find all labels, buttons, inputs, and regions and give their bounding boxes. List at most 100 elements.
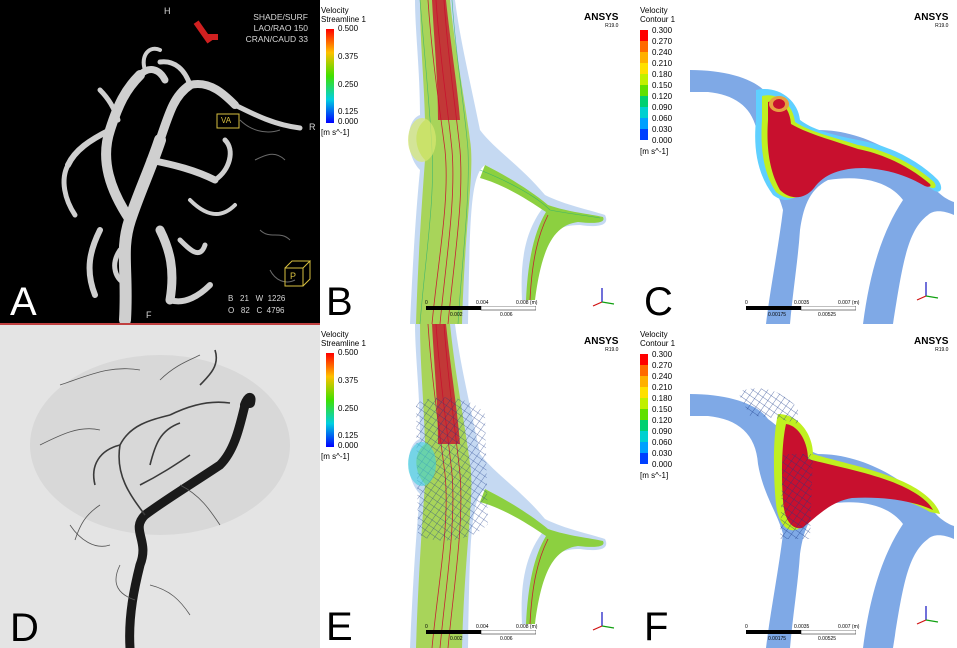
legend-title: Velocity Contour 1 (640, 330, 675, 348)
legend-tick: 0.150 (652, 405, 673, 414)
panel-divider (0, 323, 320, 325)
panel-label: E (326, 605, 353, 648)
panel-e: Velocity Streamline 1 0.500 0.375 0.250 … (320, 324, 638, 648)
cube-label: P (290, 271, 297, 281)
contour-render (690, 70, 954, 324)
legend-tick: 0.270 (652, 37, 673, 46)
legend-tick: 0.500 (338, 348, 359, 357)
legend-title-line: Contour 1 (640, 339, 676, 348)
scale-label: 0.008 (m) (516, 624, 538, 630)
scale-bar (426, 306, 536, 311)
legend-tick: 0.090 (652, 103, 673, 112)
legend-tick: 0.000 (338, 441, 359, 450)
legend-title-line: Velocity (640, 330, 668, 339)
scale-label: 0.004 (476, 300, 489, 306)
brand-name: ANSYS (914, 12, 949, 23)
legend-title-line: Velocity (321, 6, 349, 15)
view-info: SHADE/SURF LAO/RAO 150 CRAN/CAUD 33 (228, 12, 308, 45)
legend-title-line: Streamline 1 (321, 339, 366, 348)
scale-label: 0.002 (450, 636, 463, 642)
scale-label: 0.00175 (768, 636, 787, 642)
scale-label: 0 (745, 624, 748, 630)
brand: ANSYS R19.0 (584, 336, 618, 353)
color-legend-bar (640, 354, 648, 464)
legend-tick: 0.240 (652, 372, 673, 381)
brand-version: R19.0 (605, 23, 619, 29)
legend-tick: 0.210 (652, 59, 673, 68)
scale-label: 0.006 (500, 636, 513, 642)
panel-b: Velocity Streamline 1 0.500 0.375 0.250 … (320, 0, 638, 324)
scale-label: 0.0035 (794, 300, 810, 306)
scale-label: 0.007 (m) (838, 300, 860, 306)
legend-title-line: Streamline 1 (321, 15, 366, 24)
scale-bar (746, 630, 856, 635)
panel-d: D (0, 325, 320, 648)
scale-label: 0.00525 (818, 636, 837, 642)
streamline-render (408, 0, 607, 324)
legend-tick: 0.375 (338, 376, 359, 385)
legend-tick: 0.250 (338, 404, 359, 413)
legend-unit: [m s^-1] (321, 128, 350, 137)
angiogram-image (0, 325, 320, 648)
legend-tick: 0.500 (338, 24, 359, 33)
legend-tick: 0.125 (338, 431, 359, 440)
legend-tick: 0.120 (652, 92, 673, 101)
legend-tick: 0.000 (652, 136, 673, 145)
footer-line-2: O 82 C 4796 (228, 306, 285, 315)
legend-title: Velocity Streamline 1 (321, 330, 366, 348)
orient-bottom-label: F (146, 310, 152, 320)
vessel-3d-render (61, 20, 312, 324)
panel-label: B (326, 280, 353, 324)
scale-label: 0.008 (m) (516, 300, 538, 306)
legend-tick: 0.250 (338, 80, 359, 89)
legend-tick: 0.060 (652, 114, 673, 123)
scale-label: 0.004 (476, 624, 489, 630)
info-line: LAO/RAO 150 (253, 23, 308, 33)
panel-f: Velocity Contour 1 0.300 0.270 0.240 0.2… (638, 324, 957, 648)
legend-tick: 0.090 (652, 427, 673, 436)
legend-tick: 0.300 (652, 26, 673, 35)
orient-top-label: H (164, 6, 171, 16)
contour-render (690, 388, 954, 648)
axis-triad-icon (916, 282, 939, 301)
brand-name: ANSYS (914, 336, 949, 347)
legend-title: Velocity Contour 1 (640, 6, 675, 24)
legend-unit: [m s^-1] (640, 471, 669, 480)
brand-version: R19.0 (935, 347, 949, 353)
legend-title-line: Contour 1 (640, 15, 676, 24)
brand: ANSYS R19.0 (914, 336, 948, 353)
panel-label: F (644, 605, 669, 648)
box-label: VA (221, 116, 232, 125)
scale-label: 0.006 (500, 312, 513, 318)
scale-label: 0.00175 (768, 312, 787, 318)
legend-tick: 0.000 (652, 460, 673, 469)
legend-tick: 0.150 (652, 81, 673, 90)
streamline-render (408, 324, 607, 648)
legend-tick: 0.125 (338, 107, 359, 116)
legend-tick: 0.180 (652, 70, 673, 79)
legend-title-line: Velocity (640, 6, 668, 15)
legend-tick: 0.060 (652, 438, 673, 447)
brand-name: ANSYS (584, 12, 619, 23)
color-legend-bar (326, 353, 334, 447)
footer-line-1: B 21 W 1226 (228, 294, 286, 303)
scale-label: 0.002 (450, 312, 463, 318)
legend-tick: 0.375 (338, 52, 359, 61)
color-legend-bar (326, 29, 334, 123)
brand-name: ANSYS (584, 336, 619, 347)
panel-label: D (10, 606, 39, 648)
legend-tick: 0.240 (652, 48, 673, 57)
legend-tick: 0.210 (652, 383, 673, 392)
color-legend-bar (640, 30, 648, 140)
legend-tick: 0.030 (652, 125, 673, 134)
legend-tick: 0.000 (338, 117, 359, 126)
legend-tick: 0.030 (652, 449, 673, 458)
brand-version: R19.0 (605, 347, 619, 353)
panel-label: C (644, 280, 673, 324)
scale-label: 0.007 (m) (838, 624, 860, 630)
scale-bar (746, 306, 856, 311)
scale-label: 0 (425, 624, 428, 630)
legend-unit: [m s^-1] (321, 452, 350, 461)
axis-triad-icon (916, 606, 939, 625)
info-line: CRAN/CAUD 33 (245, 34, 308, 44)
